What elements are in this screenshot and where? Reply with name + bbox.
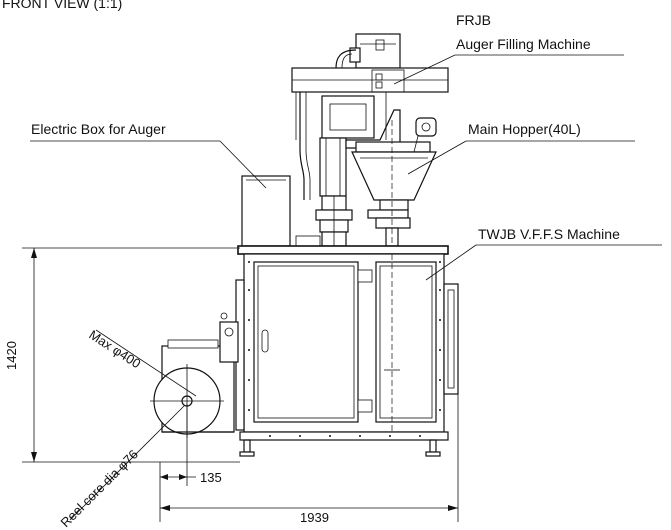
dimension-reel-offset: 135 (200, 470, 222, 485)
vffs-machine (235, 245, 459, 457)
film-reel (150, 312, 239, 438)
main-hopper (351, 117, 437, 247)
dimension-lines (22, 247, 459, 522)
label-vffs-machine: TWJB V.F.F.S Machine (478, 226, 620, 242)
dimension-width: 1939 (300, 510, 329, 525)
label-reel-core-diameter: Reel core dia φ76 (58, 447, 142, 530)
electric-box (241, 175, 321, 247)
view-caption: FRONT VIEW (1:1) (2, 0, 122, 11)
label-max-reel-diameter: Max φ400 (86, 327, 143, 371)
label-electric-box: Electric Box for Auger (31, 121, 166, 137)
label-frjb: FRJB (456, 12, 491, 28)
label-main-hopper: Main Hopper(40L) (468, 121, 581, 137)
leader-lines (30, 54, 662, 281)
label-auger-filling-machine: Auger Filling Machine (456, 36, 591, 52)
auger-filling-machine (291, 33, 449, 247)
dimension-height: 1420 (4, 341, 19, 370)
